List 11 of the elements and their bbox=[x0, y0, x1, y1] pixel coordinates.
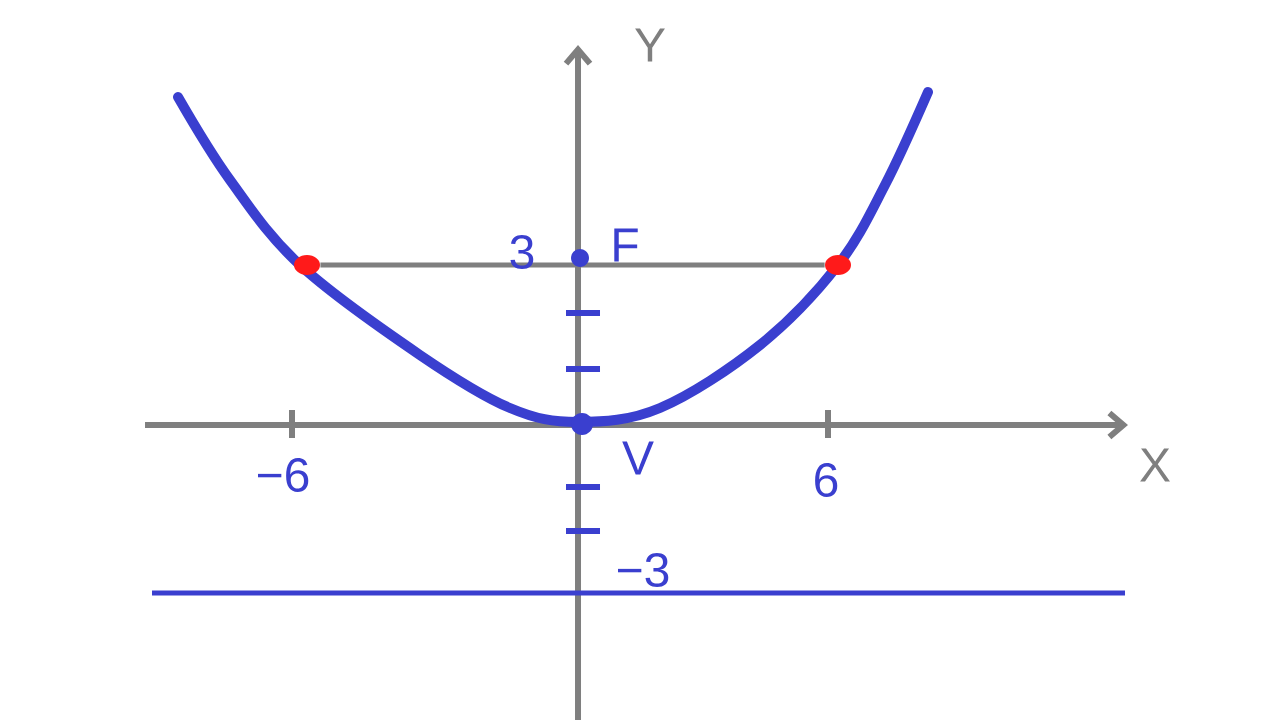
point-marker bbox=[294, 255, 320, 275]
point-label: F bbox=[614, 228, 638, 262]
tick-label: −3 bbox=[618, 553, 669, 587]
tick-label: 3 bbox=[510, 235, 534, 269]
axis-label: X bbox=[1140, 448, 1170, 482]
tick-label: −6 bbox=[258, 458, 309, 492]
point-marker bbox=[825, 255, 851, 275]
tick-label: 6 bbox=[815, 463, 838, 497]
latus-rectum-line bbox=[320, 262, 825, 268]
point-label: V bbox=[622, 441, 654, 475]
axis-label: Y bbox=[635, 28, 665, 62]
